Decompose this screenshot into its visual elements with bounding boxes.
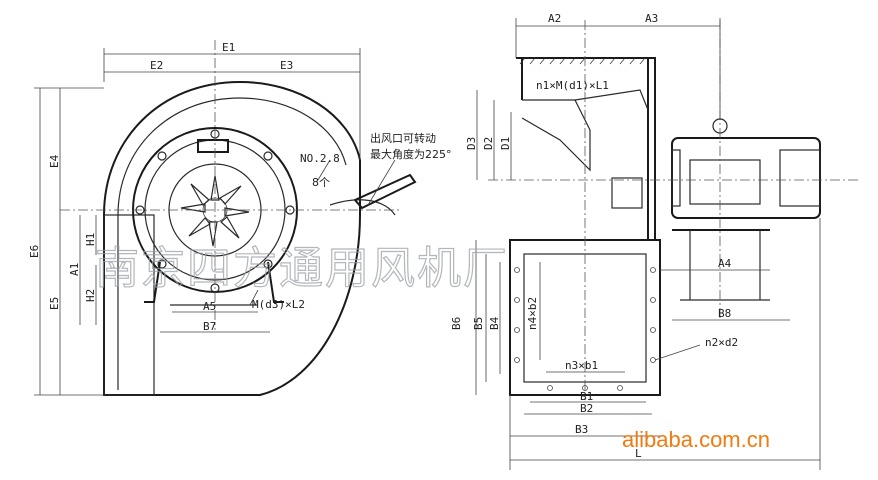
dim-h2: H2	[84, 289, 97, 302]
dim-a2: A2	[548, 12, 561, 25]
leader-bolt	[249, 289, 259, 306]
foot-right	[267, 261, 284, 303]
motor-flange	[671, 149, 681, 207]
dim-a4: A4	[718, 257, 732, 270]
side-view: A2 A3 D3 D2 D1 B6 B5 B4 n4×b2 n3×b1 B1 B…	[450, 12, 860, 470]
note-holes-d2: n2×d2	[705, 336, 738, 349]
leader-rotate	[367, 159, 396, 206]
hatching	[519, 57, 646, 65]
dim-b8: B8	[718, 307, 731, 320]
dim-b5: B5	[472, 317, 485, 330]
dim-e4: E4	[48, 154, 61, 168]
volute-inner	[117, 97, 347, 390]
dim-e2: E2	[150, 59, 163, 72]
dim-a1: A1	[68, 263, 81, 276]
dim-b1: B1	[580, 390, 593, 403]
outlet-duct	[103, 214, 155, 396]
dim-e5: E5	[48, 297, 61, 310]
dim-a5: A5	[203, 300, 216, 313]
note-bolt-spec: M(d3)×L2	[252, 298, 305, 311]
note-fan-count: 8个	[312, 176, 330, 189]
volute-casing	[103, 80, 361, 396]
dim-d2: D2	[482, 137, 495, 150]
dim-a3: A3	[645, 12, 658, 25]
dim-l: L	[635, 447, 642, 460]
rotation-arc	[329, 199, 396, 216]
foot-left	[144, 261, 161, 303]
dim-b3: B3	[575, 423, 588, 436]
leader-fan-no	[317, 159, 331, 181]
dim-e3: E3	[280, 59, 293, 72]
brand-text: alibaba.com.cn	[622, 427, 770, 452]
dim-b2: B2	[580, 402, 593, 415]
note-rotate-line2: 最大角度为225°	[370, 147, 452, 161]
dim-b7: B7	[203, 320, 216, 333]
top-bracket	[197, 139, 229, 153]
note-holes-b1: n3×b1	[565, 359, 598, 372]
front-dimension-lines	[34, 48, 361, 396]
note-fan-no: NO.2.8	[300, 152, 340, 165]
front-view: E1 E2 E3 E4 E6 E5 A1 H1 H2 A5 B7 出风口可转动 …	[28, 40, 452, 396]
note-flange-spec: n1×M(d1)×L1	[536, 79, 609, 92]
rotated-outlet	[353, 173, 417, 210]
terminal-box	[689, 159, 761, 205]
dim-e1: E1	[222, 41, 235, 54]
hub-block	[611, 177, 643, 209]
side-dimension-lines	[475, 18, 821, 470]
dim-d3: D3	[465, 137, 478, 150]
note-holes-b2: n4×b2	[526, 297, 539, 330]
dim-b4: B4	[488, 316, 501, 330]
dim-e6: E6	[28, 245, 41, 258]
dim-b6: B6	[450, 317, 463, 330]
motor-fan-cover	[779, 149, 821, 207]
watermark-text: 南京四方通用风机厂	[95, 243, 509, 294]
inlet-cone	[521, 99, 591, 172]
impeller-side	[574, 89, 649, 111]
note-rotate-line1: 出风口可转动	[370, 131, 436, 145]
dim-d1: D1	[499, 137, 512, 150]
dim-h1: H1	[84, 233, 97, 246]
